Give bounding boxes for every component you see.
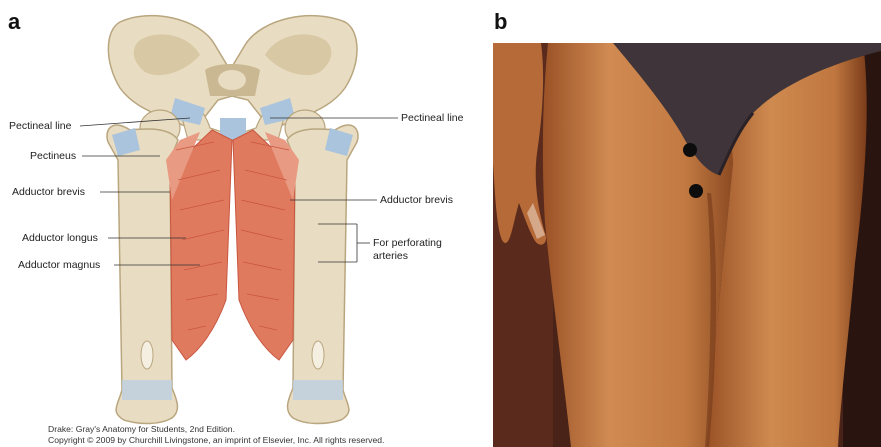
figure-credit-line2: Copyright © 2009 by Churchill Livingston…: [48, 435, 384, 445]
label-pectineal-line-left: Pectineal line: [9, 120, 71, 132]
label-adductor-longus: Adductor longus: [22, 232, 98, 244]
label-adductor-brevis-left: Adductor brevis: [12, 186, 85, 198]
right-adductor-muscles: [233, 130, 299, 360]
label-perforating-arteries-line2: arteries: [373, 250, 408, 262]
adductor-muscles-illustration: [0, 0, 490, 447]
label-adductor-brevis-right: Adductor brevis: [380, 194, 453, 206]
upper-marker-dot: [683, 143, 697, 157]
label-pectineal-line-right: Pectineal line: [401, 112, 463, 124]
panel-b-letter: b: [494, 9, 507, 35]
figure-credit-line1: Drake: Gray's Anatomy for Students, 2nd …: [48, 424, 235, 434]
panel-b-thigh-photo: [493, 43, 881, 447]
label-adductor-magnus: Adductor magnus: [18, 259, 100, 271]
panel-a-anatomy-figure: a: [0, 0, 490, 447]
label-perforating-arteries-line1: For perforating: [373, 237, 442, 249]
thigh-photo-illustration: [493, 43, 881, 447]
label-pectineus: Pectineus: [30, 150, 76, 162]
left-adductor-muscles: [166, 130, 232, 360]
lower-marker-dot: [689, 184, 703, 198]
